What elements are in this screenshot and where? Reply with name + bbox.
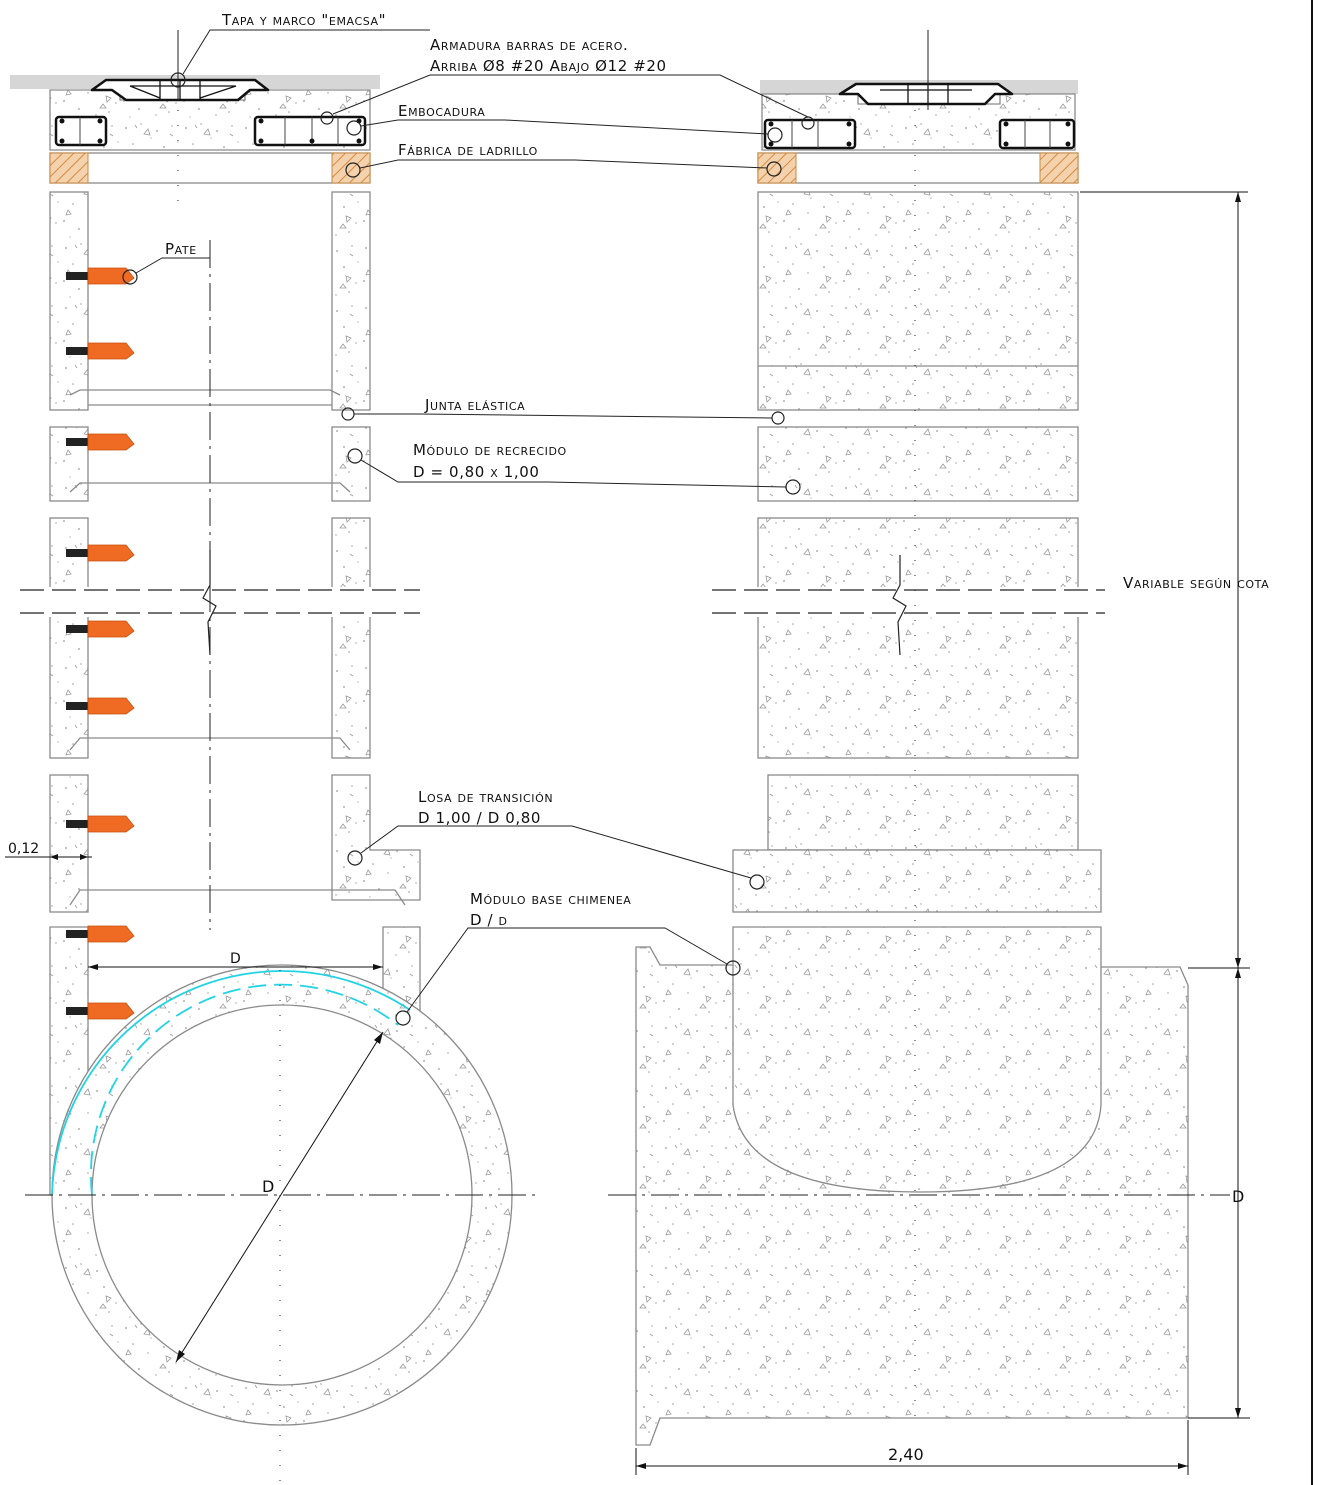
pate-icon (66, 815, 135, 833)
pate-icon (66, 342, 135, 360)
break-zigzag-right (892, 555, 907, 656)
base-cavity-right (732, 965, 1102, 1193)
brick-left-2 (331, 152, 371, 184)
ring-module-left-3 (20, 517, 420, 759)
pipe-guide-dashed (90, 983, 399, 1196)
ring-module-right-4 (767, 774, 1079, 851)
ring-module-right-2 (757, 426, 1079, 502)
label-pate: Pate (165, 240, 197, 258)
brick-course-right (757, 152, 1079, 184)
brick-course-left (49, 152, 371, 184)
pate-icon (66, 697, 135, 715)
dim-inner-label: D (230, 951, 241, 967)
dim-width-label: 2,40 (888, 1445, 924, 1464)
pate-icon (66, 433, 135, 451)
label-losa-1: Losa de transición (418, 788, 553, 806)
label-armadura-1: Armadura barras de acero. (430, 36, 628, 54)
ring-module-left-1 (49, 191, 371, 411)
label-losa-2: D 1,00 / D 0,80 (418, 809, 541, 827)
brick-right-2 (1039, 152, 1079, 184)
label-modulo-recrecido-2: D = 0,80 x 1,00 (413, 463, 540, 481)
label-armadura-2: Arriba Ø8 #20 Abajo Ø12 #20 (430, 57, 667, 75)
pate-icon (66, 1002, 135, 1020)
label-modulo-base-2: D / d (470, 911, 508, 929)
right-section: D 2,40 (608, 30, 1250, 1475)
dim-right-d-label: D (1232, 1187, 1244, 1206)
transition-slab-right (732, 849, 1102, 913)
pate-icon (66, 544, 135, 562)
label-tapa: Tapa y marco "emacsa" (221, 11, 386, 29)
dim-wall-label: 0,12 (8, 841, 39, 857)
rebar-left-1 (54, 115, 108, 147)
label-embocadura: Embocadura (398, 102, 485, 120)
base-module-left (49, 926, 513, 1426)
label-modulo-base-1: Módulo base chimenea (470, 890, 631, 908)
dim-pipe-label: D (262, 1177, 274, 1196)
rebar-left-2 (253, 115, 367, 147)
dim-pipe-line (175, 1031, 384, 1363)
left-section: 0,12 D D (5, 30, 540, 1485)
annotations: Tapa y marco "emacsa" Armadura barras de… (122, 11, 1269, 1026)
label-modulo-recrecido-1: Módulo de recrecido (413, 441, 567, 459)
ring-module-left-4 (49, 774, 421, 913)
pate-icon (66, 267, 135, 285)
label-fabrica: Fábrica de ladrillo (398, 141, 538, 159)
label-junta: Junta elástica (424, 396, 525, 414)
ring-module-right-1 (757, 191, 1079, 411)
brick-left-1 (49, 152, 89, 184)
label-variable: Variable según cota (1123, 574, 1269, 592)
base-module-right (635, 926, 1189, 1446)
pate-icon (66, 620, 135, 638)
pate-icons (66, 267, 135, 1020)
tapa-right (838, 82, 1014, 106)
rebar-right-2 (998, 118, 1076, 150)
pipe-guide-solid (51, 970, 411, 1196)
rebar-right-1 (763, 118, 857, 150)
break-zigzag-left (202, 550, 217, 656)
ring-module-right-3 (757, 517, 1079, 759)
pate-icon (66, 925, 135, 943)
tapa-left (90, 78, 270, 102)
